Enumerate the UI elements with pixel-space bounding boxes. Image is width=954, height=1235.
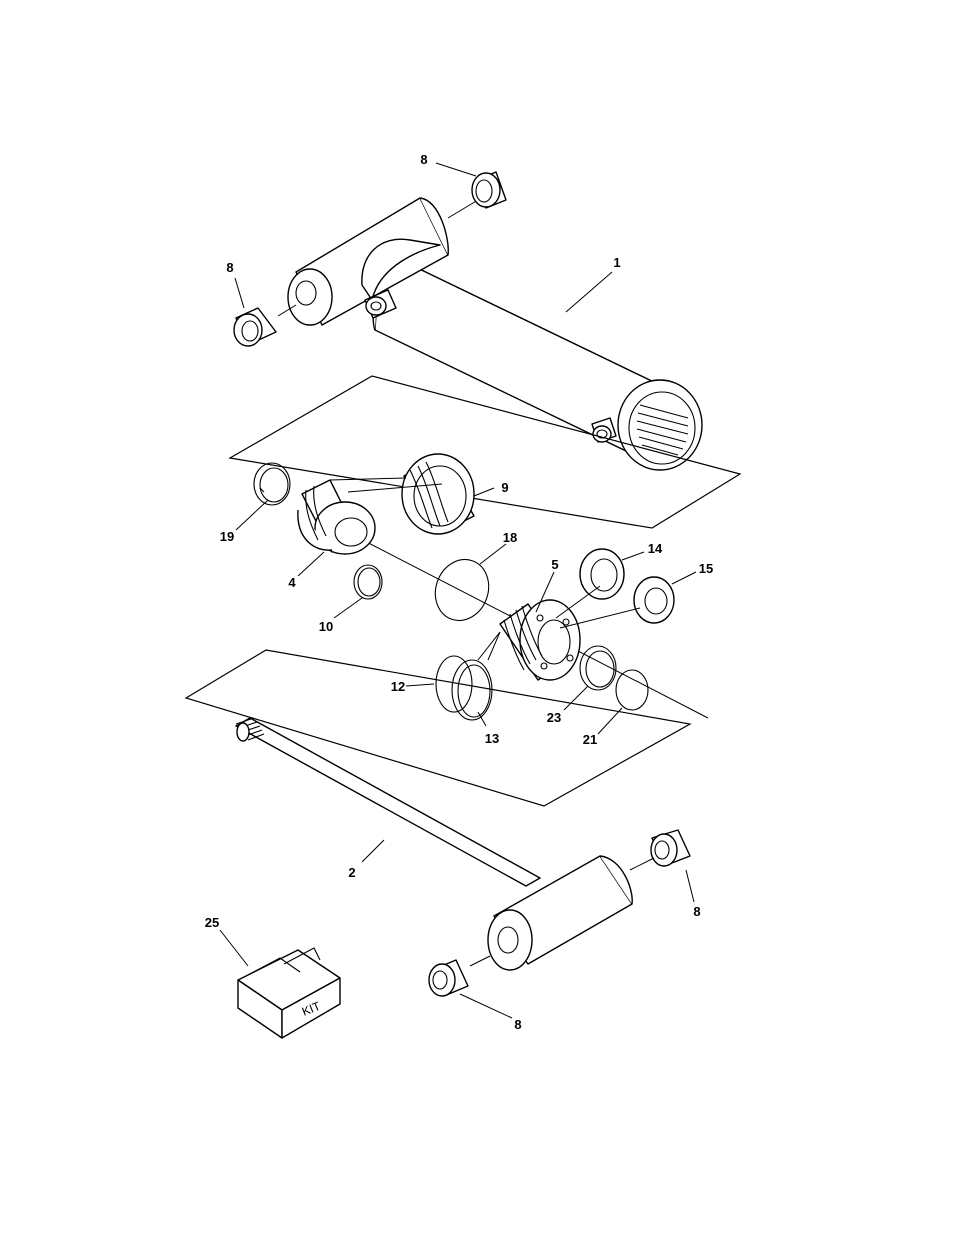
callout-2: 2 [348,865,355,880]
bushing-right [651,830,690,866]
cylinder-barrel [278,198,702,470]
wiper-15 [634,577,674,623]
seal-14 [580,549,624,599]
piston-rod [236,718,654,970]
callout-8-right: 8 [693,904,700,919]
callout-10: 10 [319,619,333,634]
bushing-bottom [429,960,468,996]
o-ring-10 [354,565,382,599]
callout-4: 4 [288,575,296,590]
callout-5: 5 [551,557,558,572]
piston [402,454,474,534]
cylinder-head [298,478,406,554]
callout-1: 1 [613,255,620,270]
callout-8-bottom: 8 [514,1017,521,1032]
callout-13: 13 [485,731,499,746]
bushing-top [472,172,506,208]
ring-21 [616,670,648,710]
callout-25: 25 [205,915,219,930]
callout-14: 14 [648,541,663,556]
callout-15: 15 [699,561,713,576]
callout-8-top: 8 [420,152,427,167]
callout-8-left: 8 [226,260,233,275]
callout-23: 23 [547,710,561,725]
retaining-ring-19 [254,463,290,505]
callout-9: 9 [501,480,508,495]
bushing-left [234,308,276,346]
o-ring-18 [427,552,497,628]
callout-12: 12 [391,679,405,694]
callout-21: 21 [583,732,597,747]
callout-18: 18 [503,530,517,545]
kit-box: KIT [238,948,340,1038]
gland-5 [500,600,580,680]
callout-19: 19 [220,529,234,544]
